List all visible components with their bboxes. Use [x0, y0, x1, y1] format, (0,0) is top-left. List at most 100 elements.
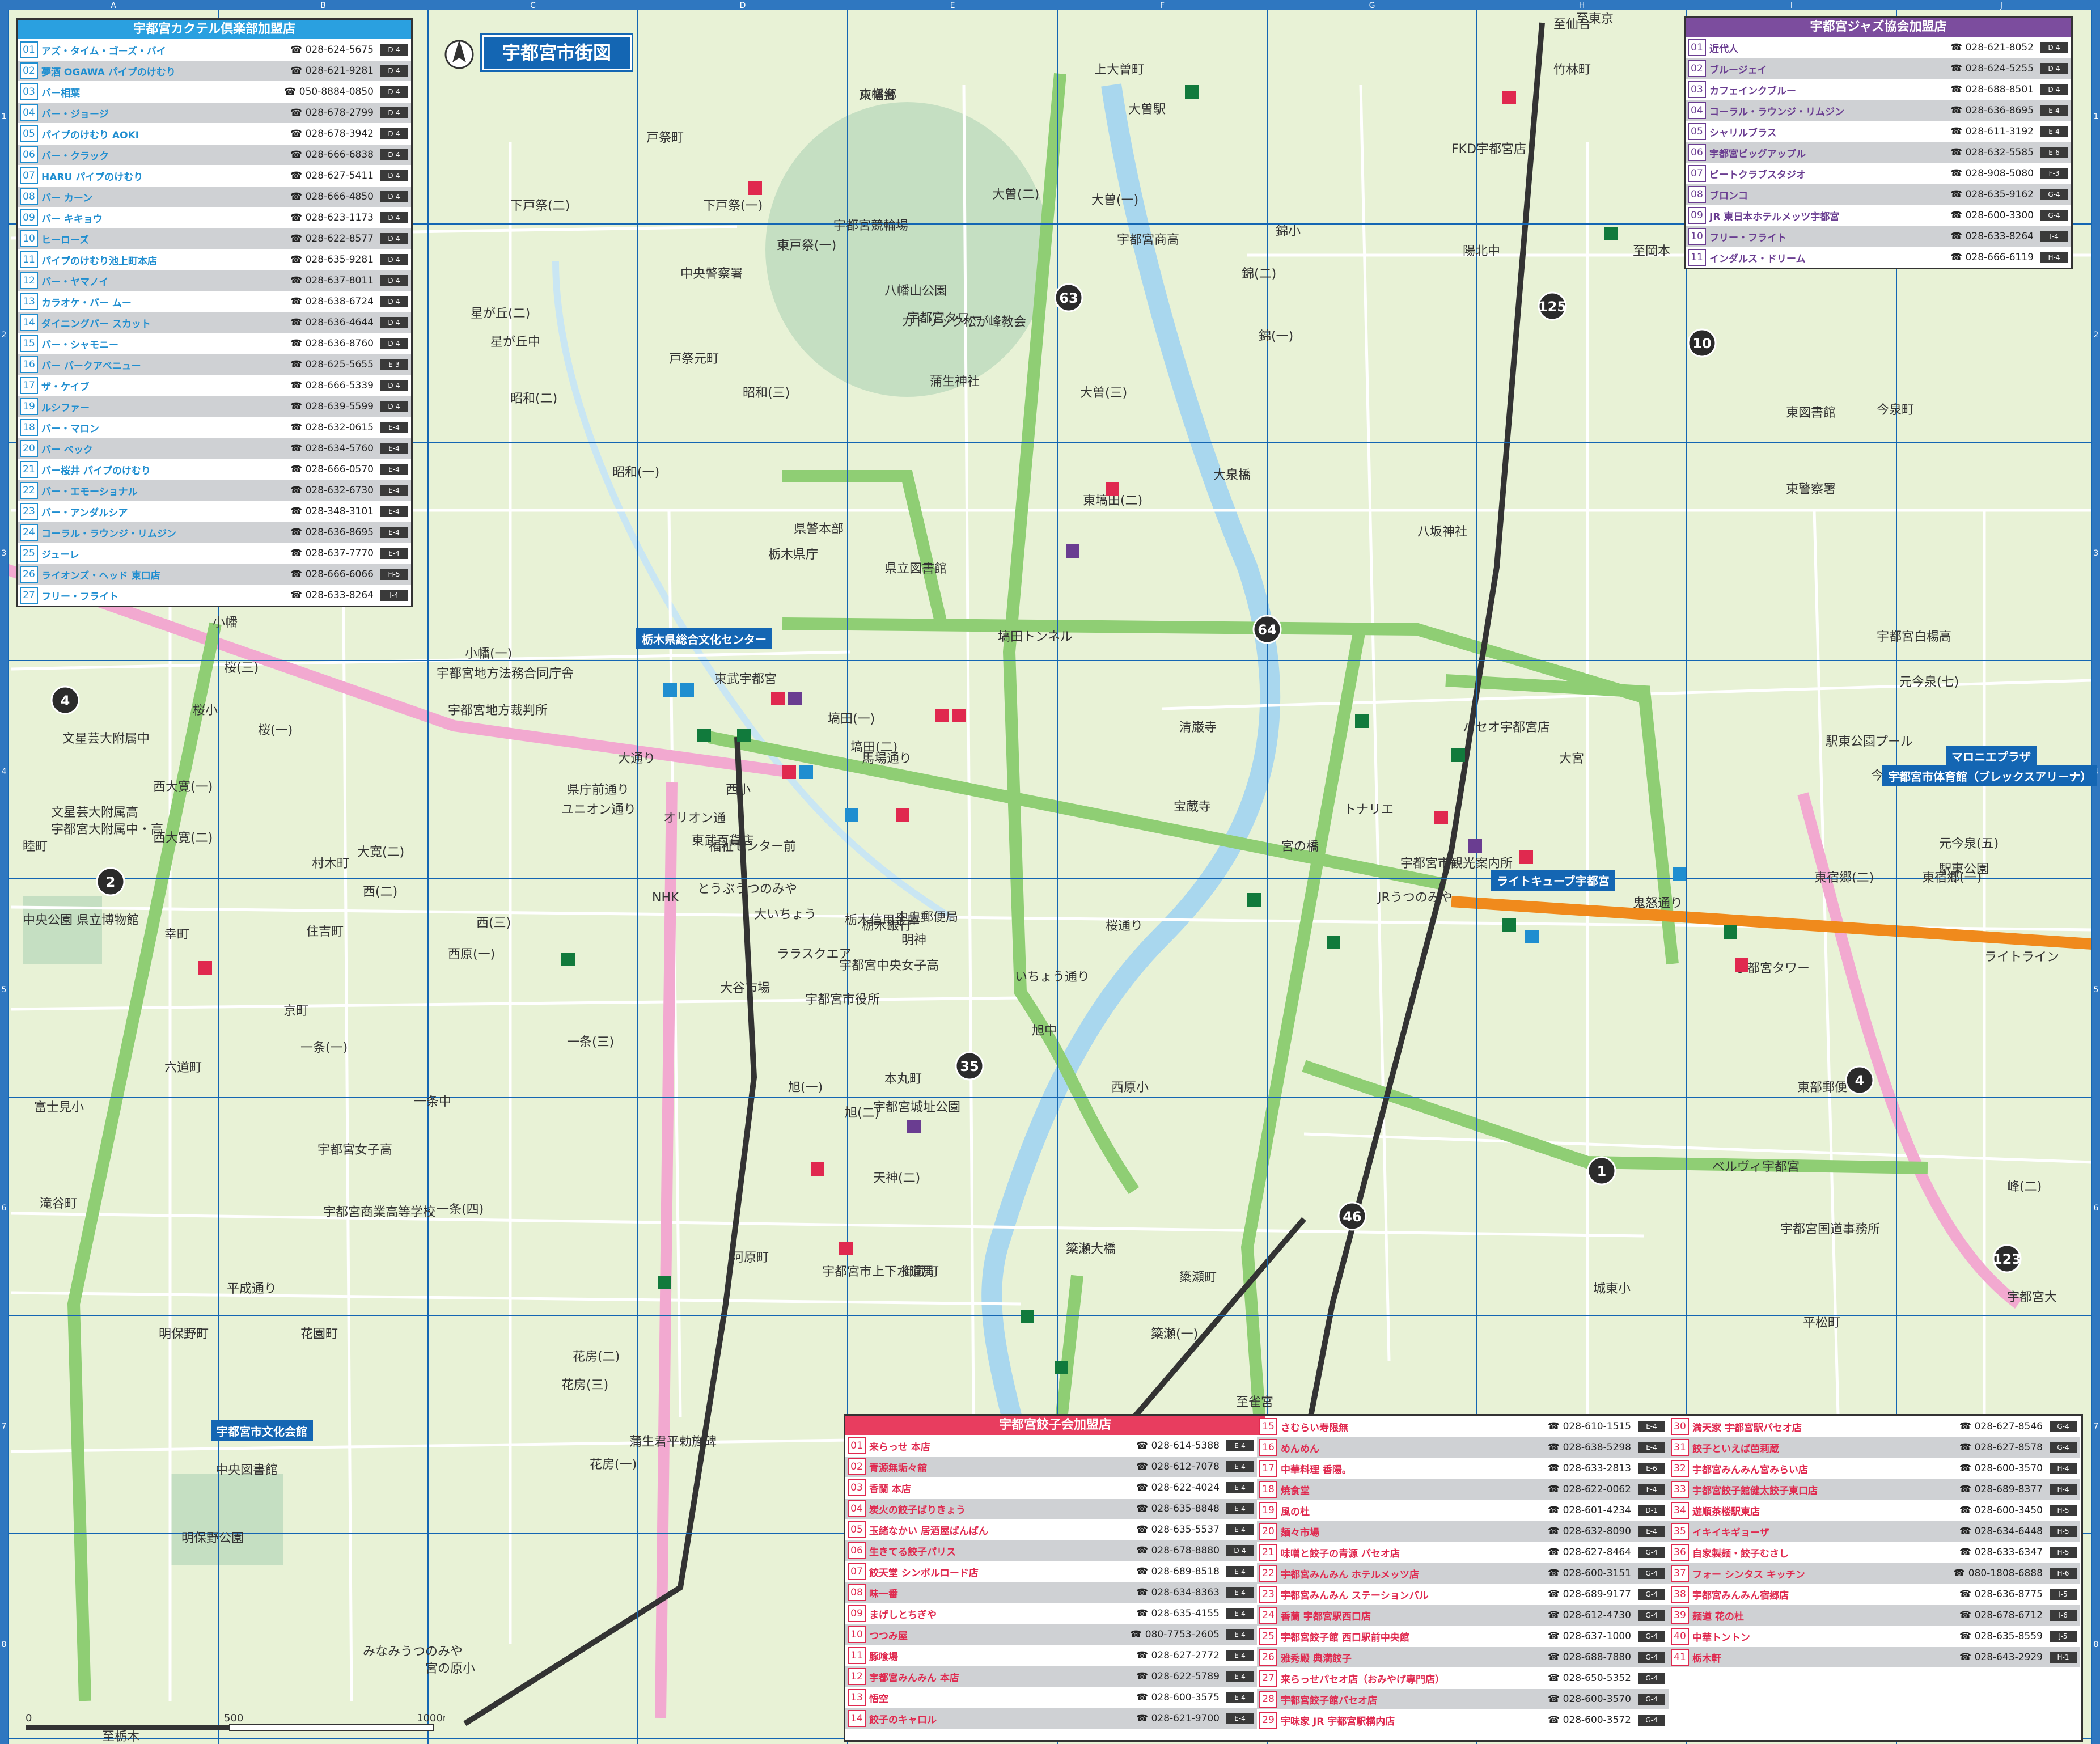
shop-name: カラオケ・バー ムー	[41, 297, 132, 309]
shop-number: 06	[20, 146, 38, 163]
grid-reference-badge: E-4	[1226, 1461, 1254, 1472]
shop-number: 22	[20, 482, 38, 499]
shop-phone: ☎ 028-666-6066	[290, 569, 374, 580]
facility-tag-city-gym[interactable]: 宇都宮市体育館（ブレックスアリーナ）	[1882, 765, 2098, 786]
shop-name: 豚喰場	[869, 1651, 898, 1663]
shop-phone: ☎ 028-623-1173	[290, 212, 374, 223]
place-label: 西(三)	[476, 916, 511, 930]
facility-tag-maronie-plaza[interactable]: マロニエプラザ	[1946, 746, 2037, 767]
shop-number: 11	[20, 251, 38, 268]
place-label: 宇都宮商高	[1117, 233, 1179, 247]
facility-tag-bunka-center[interactable]: 栃木県総合文化センター	[636, 628, 772, 649]
grid-reference-badge: E-4	[380, 506, 408, 517]
facility-tag-bunka-kaikan[interactable]: 宇都宮市文化会館	[211, 1420, 313, 1441]
shop-name: 悟空	[869, 1693, 888, 1705]
shop-phone: ☎ 028-689-8518	[1136, 1566, 1220, 1577]
map-labels: 八幡台戸祭町下戸祭(二)下戸祭(一)東戸祭(一)中央警察署星が丘(二)星が丘中戸…	[23, 12, 2059, 1744]
facility-tag-light-cube[interactable]: ライトキューブ宇都宮	[1491, 870, 1615, 891]
grid-reference-badge: G-4	[1638, 1652, 1665, 1663]
place-label: FKD宇都宮店	[1451, 142, 1526, 156]
